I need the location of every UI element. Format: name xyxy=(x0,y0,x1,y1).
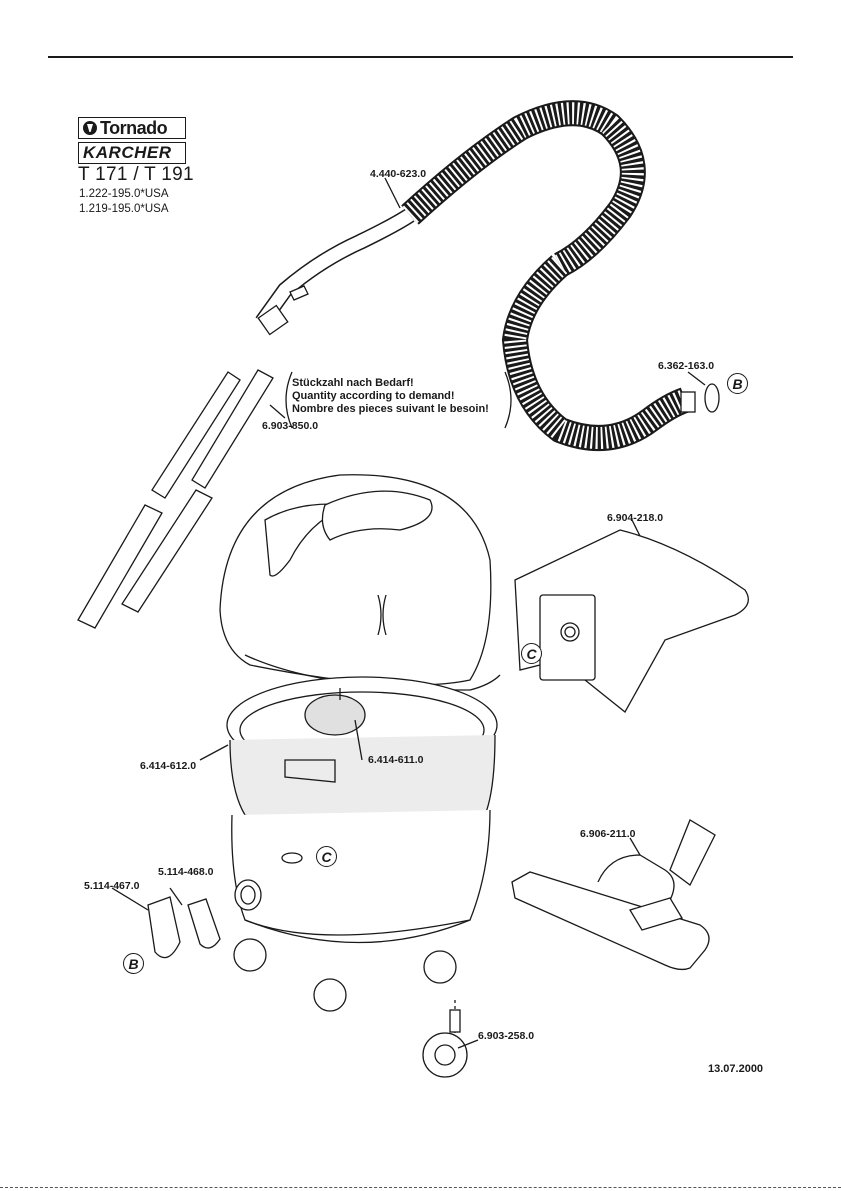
caster-drawing xyxy=(423,1000,467,1077)
model-title: T 171 / T 191 xyxy=(78,164,194,186)
tornado-logo: Tornado xyxy=(78,117,186,139)
clips-drawing xyxy=(148,897,220,958)
bag-drawing xyxy=(515,530,748,712)
tornado-logo-icon xyxy=(83,121,97,135)
part-label-hose-ring: 6.362-163.0 xyxy=(658,360,714,372)
marker-c-bag: C xyxy=(521,643,542,664)
model-code-1: 1.222-195.0*USA xyxy=(79,188,169,200)
note-line-fr: Nombre des pieces suivant le besoin! xyxy=(292,403,489,416)
part-label-tubes: 6.903-850.0 xyxy=(262,420,318,432)
part-label-clip-large: 5.114-467.0 xyxy=(84,880,139,892)
tornado-logo-text: Tornado xyxy=(100,118,167,139)
lid-drawing xyxy=(220,475,500,690)
floor-nozzle-drawing xyxy=(512,820,715,969)
part-label-filter: 6.414-611.0 xyxy=(368,754,423,766)
part-label-clip-small: 5.114-468.0 xyxy=(158,866,213,878)
part-label-bag: 6.904-218.0 xyxy=(607,512,663,524)
model-code-2: 1.219-195.0*USA xyxy=(79,203,169,215)
note-line-de: Stückzahl nach Bedarf! xyxy=(292,377,489,390)
karcher-logo-text: KARCHER xyxy=(83,143,172,163)
o-ring-drawing xyxy=(705,384,719,412)
marker-b-clip: B xyxy=(123,953,144,974)
karcher-logo: KARCHER xyxy=(78,142,186,164)
part-label-floor-nozzle: 6.906-211.0 xyxy=(580,828,635,840)
body-drawing xyxy=(232,810,490,1011)
marker-b-hose: B xyxy=(727,373,748,394)
footer-cut-line xyxy=(0,1187,841,1188)
part-label-container: 6.414-612.0 xyxy=(140,760,196,772)
part-label-hose: 4.440-623.0 xyxy=(370,168,426,180)
revision-date: 13.07.2000 xyxy=(708,1063,763,1075)
container-drawing xyxy=(227,677,497,830)
note-line-en: Quantity according to demand! xyxy=(292,390,489,403)
brand-block: Tornado KARCHER xyxy=(78,117,188,167)
marker-c-body: C xyxy=(316,846,337,867)
part-label-caster: 6.903-258.0 xyxy=(478,1030,534,1042)
quantity-note: Stückzahl nach Bedarf! Quantity accordin… xyxy=(292,377,489,416)
